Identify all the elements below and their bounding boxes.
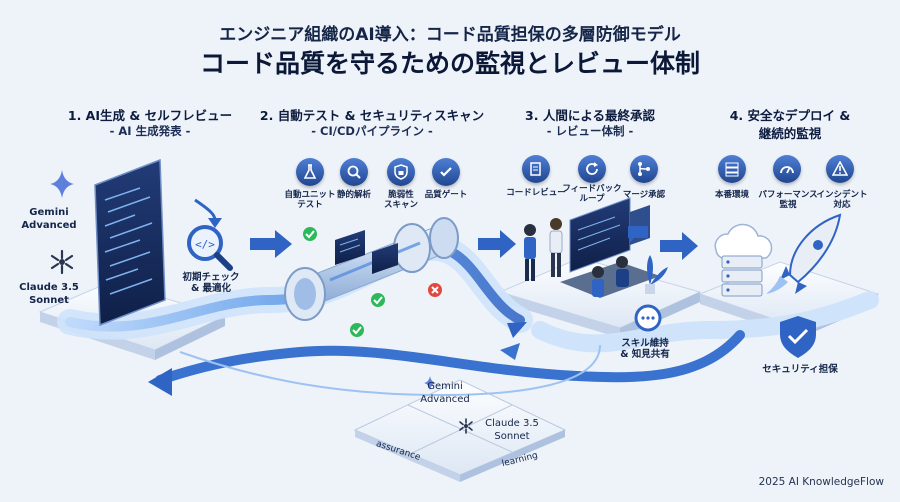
- cloud-icon: [714, 223, 773, 259]
- stage3-subheading: - レビュー体制 -: [546, 124, 634, 138]
- chat-bubble-icon: [628, 226, 662, 332]
- stage-arrows: [194, 198, 698, 260]
- stage2-label-vuln-scan: 脆弱性 スキャン: [376, 190, 426, 210]
- claude-logo-icon: [459, 418, 473, 434]
- stage2-label-static-analysis: 静的解析: [336, 190, 371, 200]
- stage4-label-production: 本番環境: [714, 190, 749, 200]
- stage4-subheading: 継続的監視: [758, 126, 822, 141]
- label-line: スキル維持: [621, 338, 669, 349]
- label-line: パフォーマンス: [758, 190, 818, 200]
- main-subtitle: コード品質を守るための監視とレビュー体制: [199, 49, 700, 78]
- stage2-label-quality-gate: 品質ゲート: [424, 190, 468, 200]
- scan-panels: [335, 230, 398, 274]
- label-line: フィードバック: [562, 184, 622, 194]
- model-name-line: Sonnet: [29, 294, 69, 306]
- pass-check-icon: [371, 293, 385, 307]
- model-name-line: Claude 3.5: [485, 418, 539, 429]
- label-line: 自動ユニット: [284, 190, 336, 200]
- stage2-heading: 2. 自動テスト & セキュリティスキャン: [259, 108, 485, 123]
- security-label: セキュリティ担保: [762, 364, 838, 375]
- skill-share-label: スキル維持 & 知見共有: [612, 338, 678, 361]
- checkmark-icon: [432, 158, 460, 186]
- model-name-line: Advanced: [21, 219, 77, 231]
- pass-check-icon: [303, 227, 317, 241]
- stage4-label-incident: インシデント 対応: [812, 190, 872, 210]
- model-name-line: Gemini: [29, 207, 69, 218]
- stage3-label-feedback-loop: フィードバック ループ: [560, 184, 624, 204]
- bottom-model-gemini: Gemini Advanced: [405, 381, 485, 406]
- security-shield-icon: [780, 316, 816, 358]
- claude-logo-icon: [50, 249, 74, 275]
- label-line: スキャン: [383, 200, 418, 211]
- gauge-icon: [773, 155, 801, 183]
- label-line: & 知見共有: [620, 349, 670, 361]
- label-line: ループ: [579, 194, 605, 205]
- model-name-line: Advanced: [420, 393, 470, 405]
- magnifier-icon: </>: [187, 225, 233, 271]
- warning-icon: [826, 155, 854, 183]
- gemini-logo-icon: [424, 376, 436, 390]
- stage1-heading: 1. AI生成 & セルフレビュー: [67, 108, 233, 123]
- document-edit-icon: [522, 155, 550, 183]
- main-title: エンジニア組織のAI導入：コード品質担保の多層防御モデル: [219, 25, 681, 45]
- label-line: テスト: [297, 200, 323, 211]
- label-line: 監視: [779, 200, 797, 211]
- stage3-heading: 3. 人間による最終承認: [525, 108, 655, 123]
- label-line: & 最適化: [190, 283, 232, 295]
- pass-check-icon: [350, 323, 364, 337]
- magnifier-icon: [340, 158, 368, 186]
- server-rack-icon: [721, 255, 763, 297]
- lock-shield-icon: [387, 158, 415, 186]
- label-line: インシデント: [816, 190, 868, 200]
- gemini-logo-icon: [50, 170, 74, 198]
- stage4-heading: 4. 安全なデプロイ &: [729, 108, 851, 123]
- code-monitor: [94, 158, 166, 327]
- flow-ribbon: [57, 234, 879, 397]
- model-name-line: Claude 3.5: [19, 282, 79, 293]
- platform-bottom: [353, 379, 567, 482]
- refresh-icon: [578, 155, 606, 183]
- fail-cross-icon: [428, 283, 442, 297]
- initial-check-label: 初期チェック & 最適化: [176, 272, 246, 295]
- model-name-line: Sonnet: [494, 430, 530, 442]
- stage3-label-code-review: コードレビュー: [506, 188, 566, 198]
- footer-copyright: 2025 AI KnowledgeFlow: [758, 476, 884, 488]
- svg-text:</>: </>: [195, 238, 215, 251]
- stage1-model-gemini: Gemini Advanced: [14, 207, 84, 232]
- bottom-model-claude: Claude 3.5 Sonnet: [472, 418, 552, 443]
- stage3-label-merge-approval: マージ承認: [622, 190, 666, 200]
- rocket-icon: [766, 213, 842, 294]
- server-icon: [718, 155, 746, 183]
- model-name-line: Gemini: [427, 381, 463, 392]
- merge-icon: [630, 155, 658, 183]
- label-line: 脆弱性: [388, 190, 414, 200]
- flask-icon: [296, 158, 324, 186]
- label-line: 初期チェック: [182, 272, 240, 283]
- stage4-label-performance: パフォーマンス 監視: [756, 190, 820, 210]
- stage2-subheading: - CI/CDパイプライン -: [311, 124, 433, 138]
- label-line: 対応: [833, 200, 851, 211]
- stage1-subheading: - AI 生成発表 -: [109, 124, 191, 138]
- stage1-model-claude: Claude 3.5 Sonnet: [14, 282, 84, 307]
- stage2-label-unit-test: 自動ユニット テスト: [280, 190, 340, 210]
